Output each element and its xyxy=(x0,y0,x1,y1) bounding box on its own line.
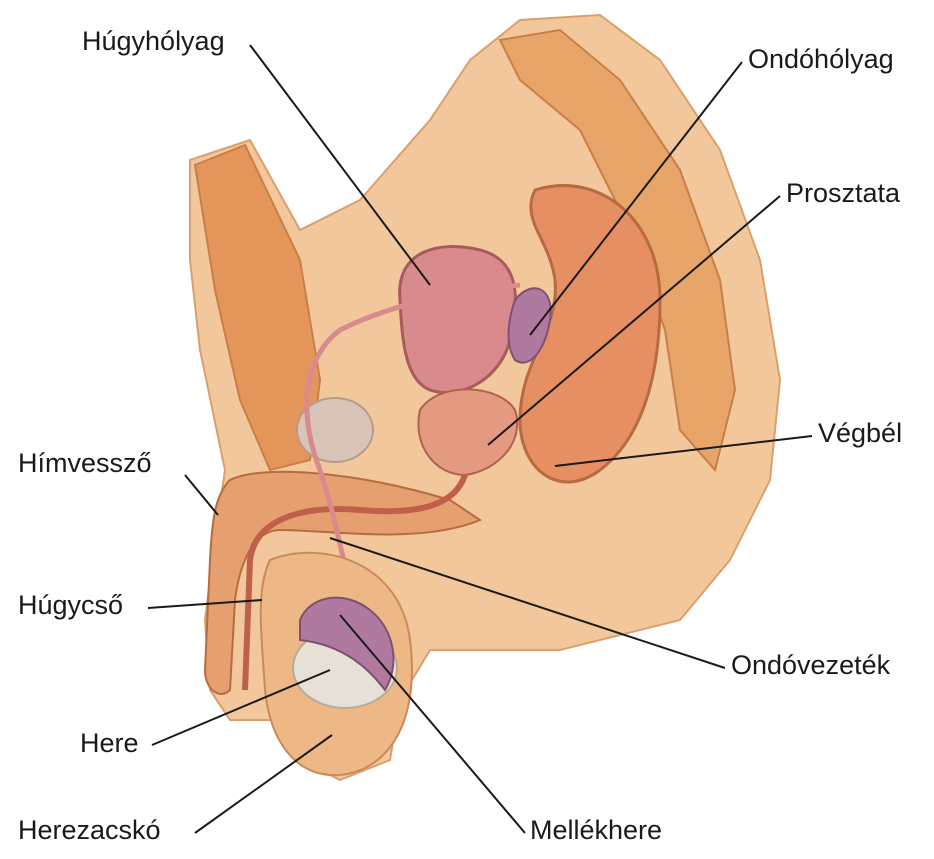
label-prostate: Prosztata xyxy=(786,180,900,207)
leader-line-penis xyxy=(185,475,218,515)
leader-line-scrotum xyxy=(195,735,332,833)
label-urethra: Húgycső xyxy=(18,592,123,619)
label-vas-deferens: Ondóvezeték xyxy=(731,652,890,679)
label-rectum: Végbél xyxy=(818,420,902,447)
label-seminal-vesicle: Ondóhólyag xyxy=(748,46,894,73)
label-epididymis: Mellékhere xyxy=(530,817,662,844)
label-testis: Here xyxy=(80,730,139,757)
label-bladder: Húgyhólyag xyxy=(82,28,225,55)
label-penis: Hímvessző xyxy=(18,450,152,477)
label-scrotum: Herezacskó xyxy=(18,817,161,844)
